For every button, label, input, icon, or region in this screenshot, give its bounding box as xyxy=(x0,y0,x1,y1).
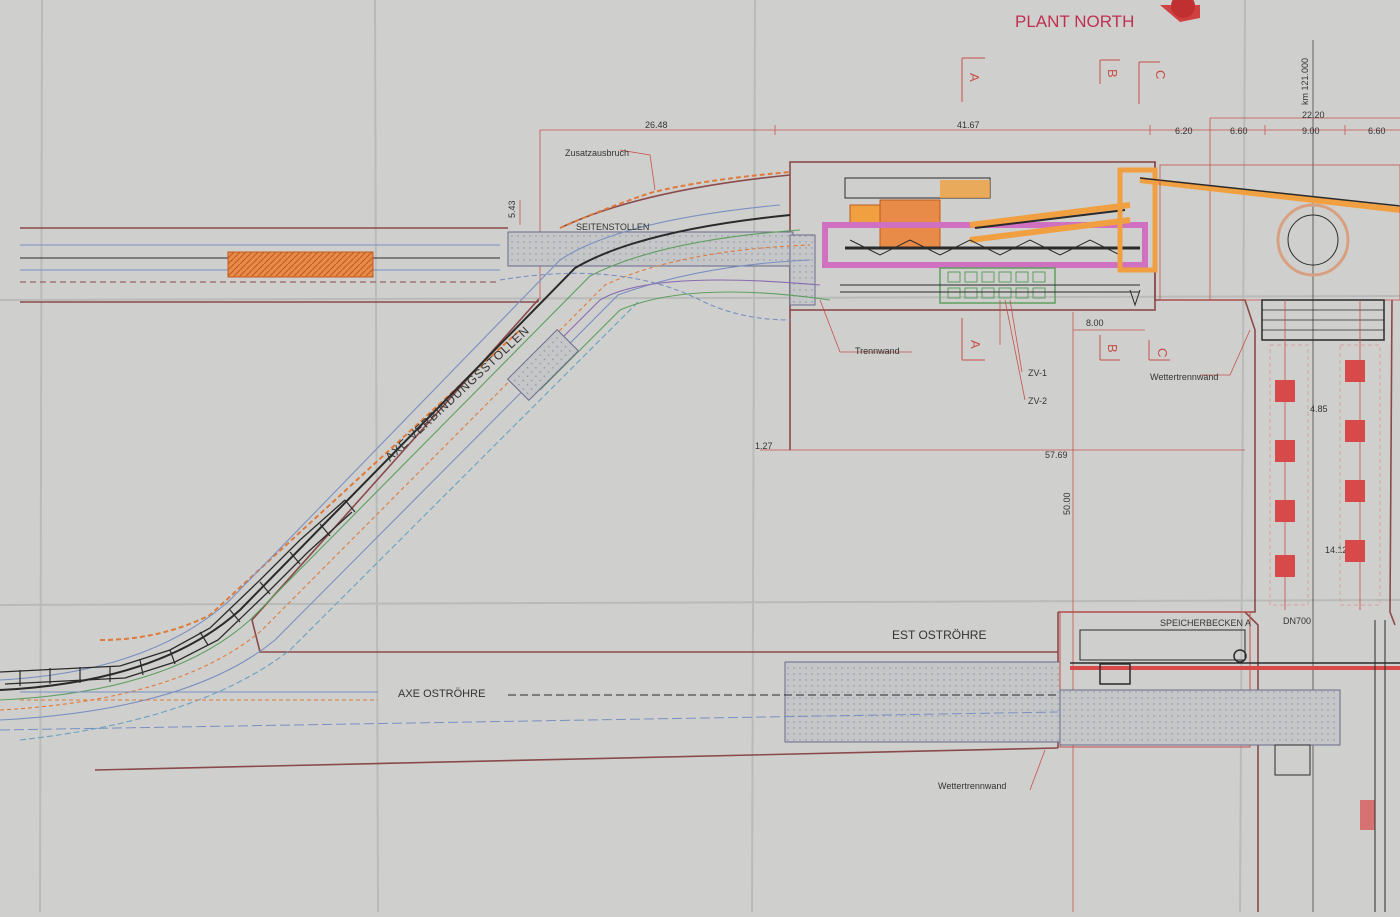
zv1-label: ZV-1 xyxy=(1028,368,1047,378)
ostroehre-hatch xyxy=(784,661,1061,743)
tunnel-walls xyxy=(20,161,1396,912)
dim-14-12: 14.12 xyxy=(1325,545,1348,555)
section-b-top: B xyxy=(1105,69,1120,78)
dn700-label: DN700 xyxy=(1283,616,1311,626)
dim-41-67: 41.67 xyxy=(957,120,980,130)
dim-26-48: 26.48 xyxy=(645,120,668,130)
orange-curve-lower xyxy=(99,329,521,641)
zv2-label: ZV-2 xyxy=(1028,396,1047,406)
trennwand-label: Trennwand xyxy=(855,346,900,356)
dim-5-43: 5.43 xyxy=(507,200,517,218)
railcar-ties xyxy=(19,499,356,686)
speicherbecken-hatch xyxy=(1059,689,1341,746)
verbindungsstollen-hatch xyxy=(506,328,580,402)
pump-hall xyxy=(1159,164,1400,610)
plant-north-label: PLANT NORTH xyxy=(1015,12,1134,31)
cavern-equipment xyxy=(822,167,1400,307)
seitenstollen-label: SEITENSTOLLEN xyxy=(576,222,649,232)
wettertrennwand-bottom-label: Wettertrennwand xyxy=(938,781,1006,791)
wettertrennwand-top-label: Wettertrennwand xyxy=(1150,372,1218,382)
railcar-chain xyxy=(0,499,353,685)
speicherbecken-area xyxy=(1059,611,1251,748)
leader-lines xyxy=(619,149,1251,791)
north-circle-icon xyxy=(1171,0,1195,18)
orange-equipment-block xyxy=(227,251,374,278)
section-b-bottom: B xyxy=(1105,344,1120,353)
section-a-bottom: A xyxy=(968,340,983,349)
seitenstollen-block xyxy=(507,231,794,267)
est-ostroehre-label: EST OSTRÖHRE xyxy=(892,628,986,642)
axe-ostroehre-lines xyxy=(0,691,1059,731)
dim-57-69: 57.69 xyxy=(1045,450,1068,460)
dim-1-27: 1.27 xyxy=(755,441,773,451)
verbindungsstollen-tracks xyxy=(0,204,831,741)
section-c-top: C xyxy=(1153,70,1168,79)
section-c-bottom: C xyxy=(1155,348,1170,357)
dim-9-00: 9.00 xyxy=(1302,126,1320,136)
axe-ostroehre-label: AXE OSTRÖHRE xyxy=(398,688,485,700)
zusatzausbruch-label: Zusatzausbruch xyxy=(565,148,629,158)
speicherbecken-equipment xyxy=(1070,620,1400,912)
km-label: km 121.000 xyxy=(1300,58,1310,105)
zusatzausbruch-outline xyxy=(559,171,791,229)
dim-8-00: 8.00 xyxy=(1086,318,1104,328)
speicherbecken-label: SPEICHERBECKEN A xyxy=(1160,618,1251,628)
dim-6-20: 6.20 xyxy=(1175,126,1193,136)
section-a-top: A xyxy=(967,73,982,82)
dim-6-60-b: 6.60 xyxy=(1368,126,1386,136)
dim-4-85: 4.85 xyxy=(1310,404,1328,414)
section-markers-top xyxy=(961,57,1170,361)
dim-22-20: 22.20 xyxy=(1302,110,1325,120)
axe-verbindungsstollen-label: AXE VERBINDUNGSSTOLLEN xyxy=(382,323,532,464)
dim-50-00: 50.00 xyxy=(1062,492,1072,515)
dim-6-60-a: 6.60 xyxy=(1230,126,1248,136)
side-block-right xyxy=(789,234,816,306)
